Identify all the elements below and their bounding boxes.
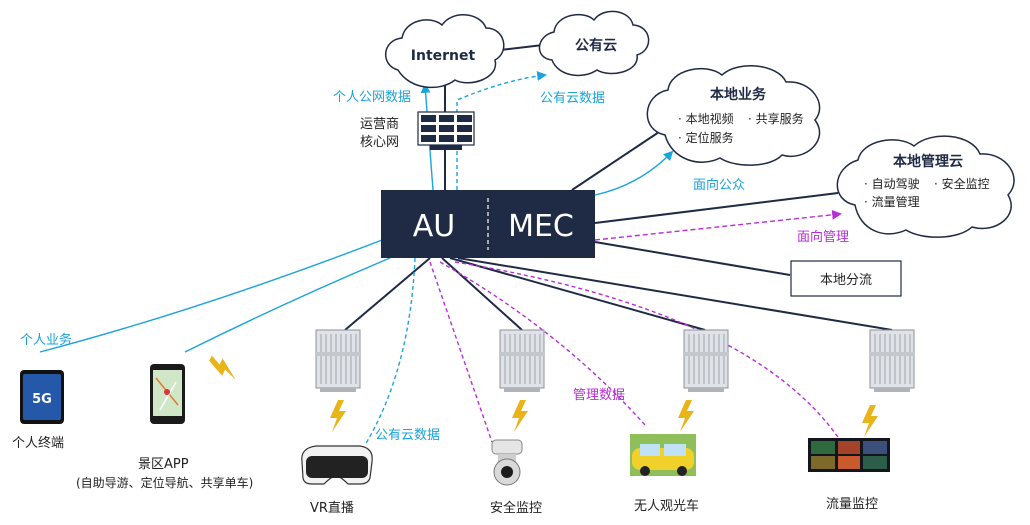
mec-label: MEC <box>508 209 574 244</box>
local-mgmt-item-security: · 安全监控 <box>934 176 990 191</box>
rru-traffic <box>869 329 915 393</box>
flow-public-cloud-data-top: 公有云数据 <box>540 91 605 106</box>
flow-management-data: 管理数据 <box>573 388 625 403</box>
signal-bolt-icon <box>209 355 236 380</box>
endpoint-unmanned-car: 无人观光车 <box>634 498 699 514</box>
server-icon <box>417 111 475 150</box>
signal-bolt-icon <box>862 405 878 437</box>
local-mgmt-item-auto: · 自动驾驶 <box>864 176 920 191</box>
security-camera-icon <box>491 439 523 486</box>
operator-core-label-line1: 运营商 <box>360 117 399 132</box>
rru-vr <box>315 329 361 393</box>
flow-public-cloud-data-vr: 公有云数据 <box>375 428 440 443</box>
au-mec-box: AU MEC <box>381 190 595 258</box>
flow-personal-public-data: 个人公网数据 <box>333 90 411 105</box>
navy-links <box>344 44 893 331</box>
operator-core-label-line2: 核心网 <box>360 135 399 150</box>
local-mgmt-item-traffic: · 流量管理 <box>864 194 920 209</box>
local-service-cloud: 本地业务 · 本地视频 · 共享服务 · 定位服务 <box>646 65 821 166</box>
public-cloud: 公有云 <box>538 10 650 77</box>
au-label: AU <box>413 209 455 244</box>
endpoint-traffic-monitor: 流量监控 <box>826 497 878 512</box>
endpoint-scenic-app-sub: (自助导游、定位导航、共享单车) <box>76 475 253 490</box>
phone-badge: 5G <box>32 392 52 407</box>
flow-personal-business: 个人业务 <box>20 332 72 348</box>
flow-to-public: 面向公众 <box>693 177 745 193</box>
signal-bolt-icon <box>330 400 346 432</box>
local-offload-box <box>790 260 902 297</box>
rru-security <box>499 329 545 393</box>
signal-bolt-icon <box>678 400 694 432</box>
map-app-phone-icon <box>150 364 185 424</box>
rru-car <box>683 329 729 393</box>
local-service-title: 本地业务 <box>710 86 767 103</box>
flow-to-management: 面向管理 <box>797 229 849 245</box>
internet-label: Internet <box>411 48 476 64</box>
vr-headset-icon <box>301 445 373 485</box>
signal-bolt-icon <box>512 400 528 432</box>
local-mgmt-cloud: 本地管理云 · 自动驾驶 · 安全监控 · 流量管理 <box>836 135 1015 238</box>
cyan-links <box>39 71 674 446</box>
local-service-item-share: · 共享服务 <box>748 111 804 126</box>
sightseeing-car-icon <box>630 434 696 476</box>
phone-icon: 5G <box>20 370 64 424</box>
endpoint-vr-live: VR直播 <box>310 501 354 516</box>
endpoint-scenic-app: 景区APP <box>138 457 189 472</box>
endpoint-security-monitor: 安全监控 <box>490 500 542 516</box>
endpoint-personal-terminal: 个人终端 <box>12 435 64 451</box>
local-mgmt-title: 本地管理云 <box>893 153 963 170</box>
local-service-item-location: · 定位服务 <box>678 130 734 145</box>
public-cloud-label: 公有云 <box>575 37 617 54</box>
local-offload-label: 本地分流 <box>820 273 872 288</box>
video-wall-icon <box>808 438 890 472</box>
internet-cloud: Internet <box>385 14 505 89</box>
local-service-item-video: · 本地视频 <box>678 111 734 126</box>
